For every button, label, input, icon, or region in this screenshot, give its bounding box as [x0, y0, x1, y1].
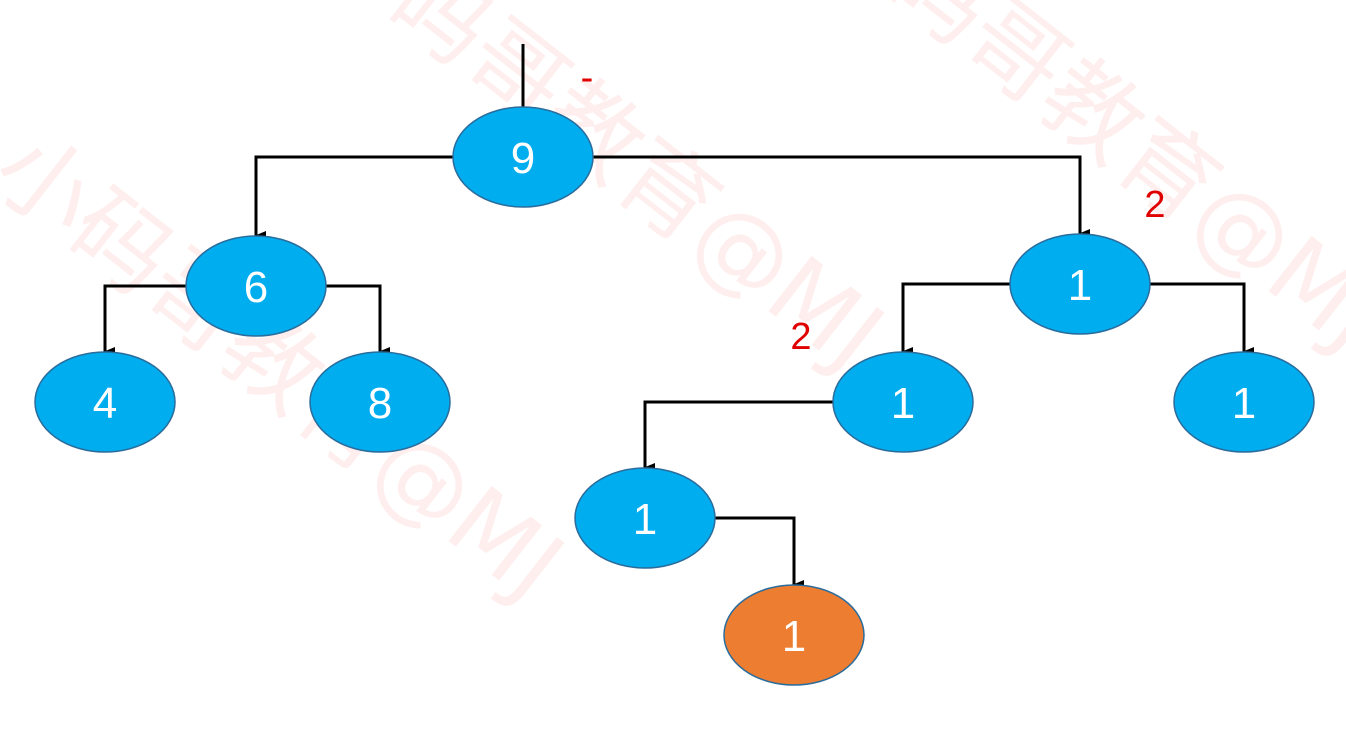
- edge-nrl1-nrll1: [643, 400, 833, 473]
- tree-node-nrl1: 1: [832, 351, 974, 453]
- annotation-right-child: 2: [1144, 184, 1165, 226]
- node-label: 4: [93, 379, 117, 428]
- edge-n9-nr1: [593, 155, 1090, 239]
- node-ellipse: [34, 351, 176, 453]
- node-label: 8: [368, 379, 392, 428]
- node-ellipse: [452, 106, 594, 208]
- edge-n9-n6: [254, 155, 453, 241]
- node-label: 1: [1068, 261, 1092, 310]
- tree-node-n8: 8: [309, 351, 451, 453]
- tree-node-n4: 4: [34, 351, 176, 453]
- edge-n6-n4: [103, 284, 186, 357]
- annotation-right-left-child: 2: [790, 316, 811, 358]
- node-ellipse: [723, 584, 865, 686]
- node-label: 1: [891, 379, 915, 428]
- node-ellipse: [309, 351, 451, 453]
- edge-nr1-nrr1: [1150, 282, 1254, 357]
- node-ellipse: [1173, 351, 1315, 453]
- tree-node-n6: 6: [185, 235, 327, 337]
- tree-node-nrr1: 1: [1173, 351, 1315, 453]
- node-ellipse: [832, 351, 974, 453]
- tree-node-n9: 9: [452, 106, 594, 208]
- node-ellipse: [574, 467, 716, 569]
- edge-nrll1-nrllr1: [715, 516, 804, 590]
- tree-node-nr1: 1: [1009, 233, 1151, 335]
- node-label: 1: [633, 495, 657, 544]
- node-label: 9: [511, 134, 535, 183]
- node-ellipse: [185, 235, 327, 337]
- node-label: 1: [782, 612, 806, 661]
- node-label: 6: [244, 263, 268, 312]
- tree-node-nrllr1: 1: [723, 584, 865, 686]
- node-ellipse: [1009, 233, 1151, 335]
- node-label: 1: [1232, 379, 1256, 428]
- edge-n6-n8: [326, 284, 390, 357]
- edge-nr1-nrl1: [901, 282, 1010, 357]
- annotation-root: -: [581, 57, 594, 99]
- tree-node-nrll1: 1: [574, 467, 716, 569]
